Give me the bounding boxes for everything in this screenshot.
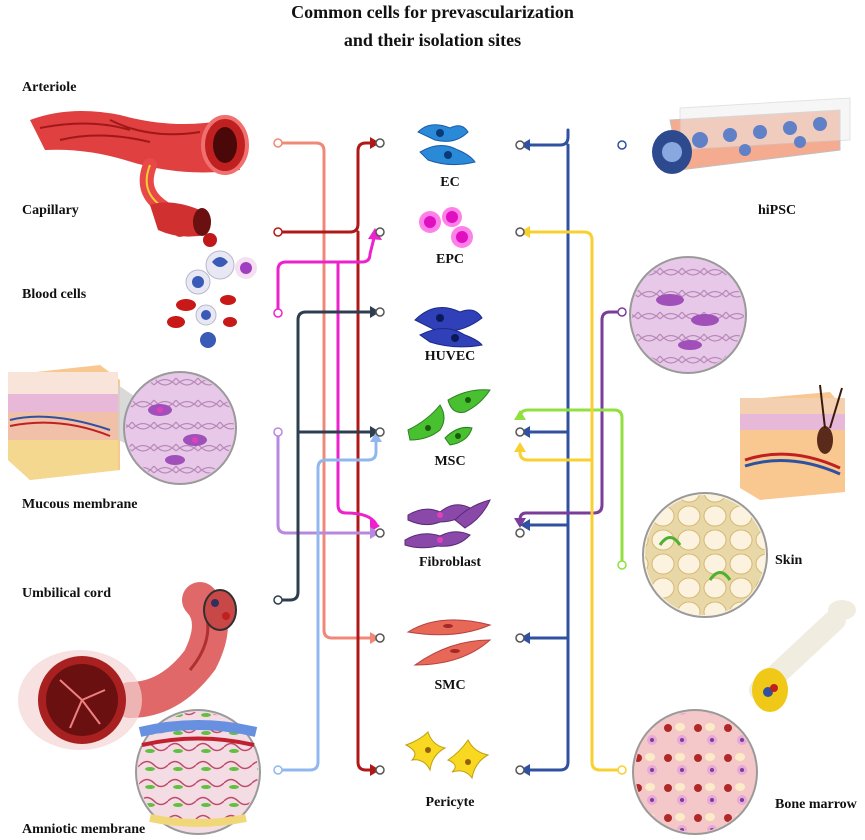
source-label-bone-marrow: Bone marrow	[775, 797, 857, 812]
pericyte-icon	[404, 731, 490, 780]
blood-cells-connector	[276, 236, 378, 526]
source-label-umbilical-cord: Umbilical cord	[22, 586, 112, 601]
msc-icon	[407, 389, 491, 446]
source-label-amniotic-membrane: Amniotic membrane	[22, 822, 146, 837]
capillary-connector	[276, 141, 374, 772]
diagram-title-line2: and their isolation sites	[343, 30, 522, 50]
arrowheads	[368, 137, 530, 776]
bone-marrow-illustration	[632, 600, 856, 835]
bone-marrow-connector	[518, 230, 624, 772]
capillary-illustration	[150, 202, 217, 247]
cell-label-pericyte: Pericyte	[425, 795, 475, 810]
hipsc-connector	[518, 128, 570, 772]
source-label-blood-cells: Blood cells	[22, 287, 87, 302]
source-label-arteriole: Arteriole	[22, 80, 77, 95]
amniotic-membrane-connector	[276, 438, 378, 772]
arteriole-connector	[276, 141, 374, 640]
umbilical-cord-connector	[276, 310, 374, 602]
source-label-hipsc: hiPSC	[758, 203, 797, 218]
hipsc-illustration	[652, 97, 851, 174]
cell-label-fibroblast: Fibroblast	[419, 555, 481, 570]
umbilical-cord-illustration	[18, 582, 237, 750]
skin-illustration	[629, 256, 845, 618]
mucous-membrane-illustration	[8, 365, 237, 485]
cell-label-epc: EPC	[436, 252, 464, 267]
mucous-membrane-connector	[276, 430, 374, 535]
ec-icon	[417, 124, 476, 166]
source-label-mucous-membrane: Mucous membrane	[22, 497, 138, 512]
smc-icon	[406, 619, 492, 666]
endpoints	[273, 138, 627, 775]
blood-cells-illustration	[167, 250, 257, 348]
cell-label-smc: SMC	[434, 678, 466, 693]
fibroblast-icon	[404, 499, 491, 549]
source-label-skin: Skin	[775, 553, 803, 568]
skin-fibroblast-connector	[518, 310, 624, 522]
cell-label-huvec: HUVEC	[424, 349, 476, 364]
cell-label-msc: MSC	[434, 454, 466, 469]
huvec-icon	[414, 307, 483, 348]
amniotic-membrane-illustration	[135, 709, 261, 835]
diagram-title-line1: Common cells for prevascularization	[291, 2, 574, 22]
cell-label-ec: EC	[440, 175, 460, 190]
epc-icon	[419, 207, 473, 248]
source-label-capillary: Capillary	[22, 203, 79, 218]
